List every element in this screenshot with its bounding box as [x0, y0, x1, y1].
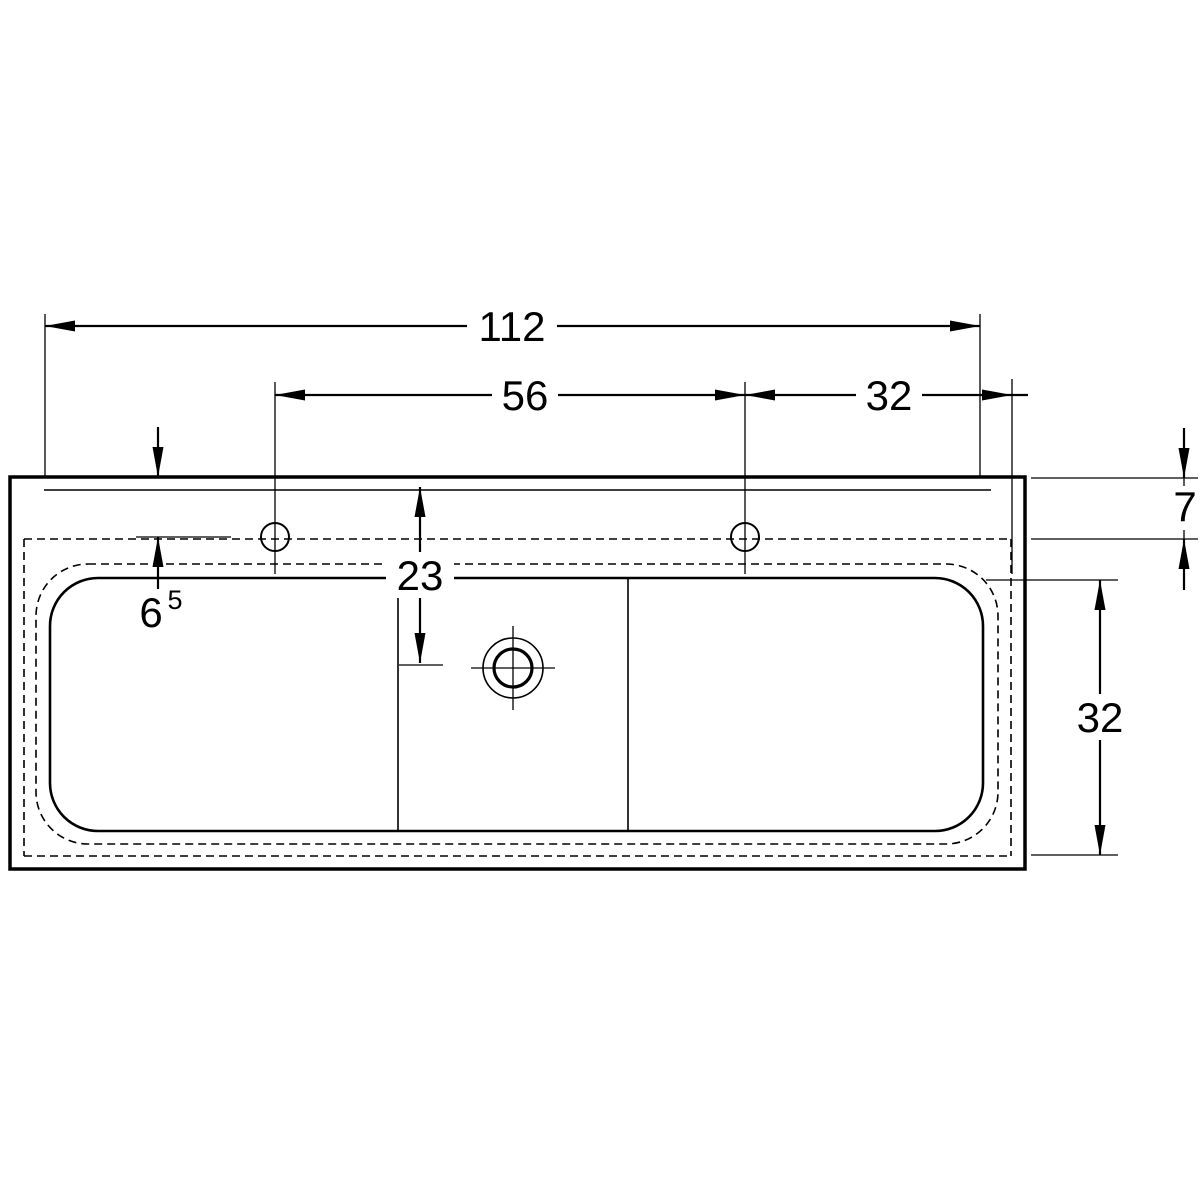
dim-bowl-depth-label-bg — [1066, 694, 1134, 740]
dim-tap-spacing-arrow-left — [275, 389, 305, 401]
dim-tap-offset-arrow-down — [152, 447, 164, 477]
dim-tap-to-edge-arrow-right — [982, 389, 1012, 401]
dim-drain-offset-arrow-down — [414, 633, 426, 663]
dim-bowl-depth: 32 — [986, 579, 1134, 856]
dim-overall-width-arrow-right — [950, 320, 980, 332]
dim-bowl-depth-arrow-up — [1094, 580, 1106, 610]
dim-tap-spacing: 56 — [275, 372, 745, 419]
dim-tap-offset-label-sup: 5 — [167, 585, 182, 615]
dim-overall-width-label-bg — [467, 303, 557, 349]
dim-tap-offset-arrow-up — [152, 537, 164, 567]
dim-overall-width-label: 112 — [479, 303, 546, 350]
drain — [471, 626, 555, 710]
dim-tap-to-edge: 32 — [745, 372, 1028, 574]
dim-drain-offset-label-bg — [386, 552, 454, 598]
dim-tap-offset-label: 6 — [139, 589, 162, 636]
dim-rear-ledge-label: 7 — [1173, 483, 1196, 530]
dim-bowl-depth-label: 32 — [1077, 694, 1124, 741]
dim-rear-ledge-label-bg — [1168, 486, 1200, 530]
dim-tap-spacing-label: 56 — [502, 372, 549, 419]
dim-drain-offset-arrow-up — [414, 487, 426, 517]
dim-drain-offset: 23 — [386, 487, 454, 666]
dim-tap-to-edge-label: 32 — [866, 372, 913, 419]
dim-bowl-depth-arrow-down — [1094, 825, 1106, 855]
dim-tap-to-edge-label-bg — [856, 372, 922, 418]
dim-tap-offset: 6 5 — [139, 427, 183, 636]
hidden-bowl-contour-dashed — [35, 563, 999, 845]
dim-drain-offset-label: 23 — [397, 552, 444, 599]
tap-holes — [136, 382, 760, 574]
dim-rear-ledge: 7 — [1031, 428, 1200, 590]
dim-tap-spacing-label-bg — [492, 372, 558, 418]
dim-rear-ledge-arrow-up — [1178, 539, 1190, 569]
bowl-outline — [48, 576, 985, 833]
hidden-edge-dashed-rect — [23, 538, 1012, 857]
dim-overall-width: 112 — [44, 303, 981, 477]
dim-overall-width-arrow-left — [45, 320, 75, 332]
dim-tap-to-edge-arrow-left — [745, 389, 775, 401]
dim-tap-spacing-arrow-right — [715, 389, 745, 401]
dim-rear-ledge-arrow-down — [1178, 448, 1190, 478]
basin-outer-outline — [8, 475, 1027, 871]
basin-body — [8, 475, 1027, 871]
